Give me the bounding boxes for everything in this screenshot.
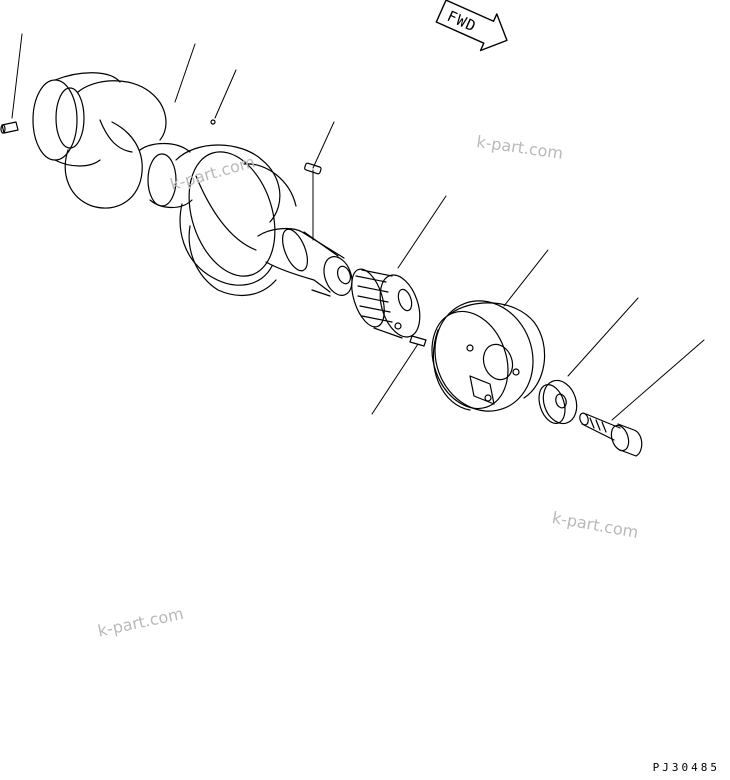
crankshaft-gear-part xyxy=(351,268,421,339)
pin-part-2 xyxy=(409,335,427,347)
pin-part xyxy=(0,121,19,134)
fwd-direction-arrow: FWD xyxy=(435,0,508,52)
crankshaft-part xyxy=(32,72,353,297)
bolt-part xyxy=(579,412,643,457)
dowel-pin-part xyxy=(210,119,216,125)
washer-part xyxy=(538,379,578,425)
key-part xyxy=(304,162,322,175)
pulley-part xyxy=(431,300,546,412)
fwd-label: FWD xyxy=(444,7,479,36)
leader-lines xyxy=(11,33,705,421)
drawing-code: PJ30485 xyxy=(652,761,720,774)
